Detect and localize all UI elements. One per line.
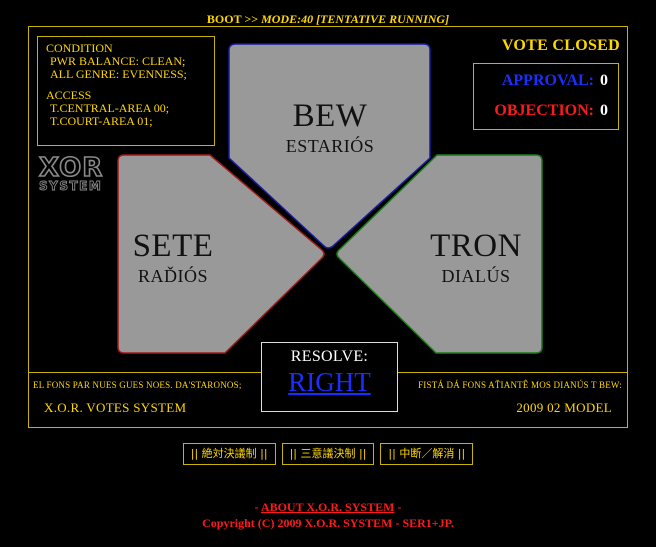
objection-count: 0 — [600, 102, 608, 119]
panel-bew-label: BEW ESTARIÓS — [250, 99, 410, 157]
condition-title: CONDITION — [46, 41, 113, 55]
access-line-2: T.COURT-AREA 01; — [50, 114, 153, 128]
footer-left-text: EL FONS PAR NUES GUES NOES. DA'STARONOS; — [33, 380, 242, 390]
objection-label: OBJECTION: — [494, 102, 594, 119]
boot-status-line: BOOT >> MODE:40 [TENTATIVE RUNNING] — [0, 12, 656, 27]
approval-row: APPROVAL: 0 — [474, 70, 608, 100]
vote-status: VOTE CLOSED — [501, 37, 620, 54]
panel-bew-name: BEW — [292, 98, 368, 134]
boot-prefix: BOOT >> — [206, 12, 262, 26]
model-name: 2009 02 MODEL — [516, 400, 612, 415]
xor-system-logo: XOR SYSTEM — [38, 152, 103, 193]
panel-tron-name: TRON — [430, 228, 522, 264]
system-name: X.O.R. VOTES SYSTEM — [44, 400, 187, 415]
main-frame — [28, 26, 628, 428]
panel-tron-sub: DIALÚS — [441, 266, 511, 286]
condition-box: CONDITION PWR BALANCE: CLEAN; ALL GENRE:… — [37, 36, 215, 146]
absolute-resolution-button[interactable]: || 絶対決議制 || — [182, 443, 276, 465]
about-prefix: - — [254, 500, 261, 514]
about-link[interactable]: ABOUT X.O.R. SYSTEM — [260, 500, 395, 514]
resolve-box: RESOLVE: RIGHT — [261, 342, 398, 412]
suspend-cancel-button[interactable]: || 中断／解消 || — [380, 443, 474, 465]
panel-sete-label: SETE RAĎIÓS — [118, 229, 228, 287]
objection-row: OBJECTION: 0 — [474, 100, 608, 130]
footer-right-text: FISTÁ DÁ FONS AŤIANTÊ MOS DIANÚS T BEW: — [418, 380, 622, 390]
condition-line-2: ALL GENRE: EVENNESS; — [50, 67, 187, 81]
about-line: - ABOUT X.O.R. SYSTEM - — [0, 500, 656, 515]
logo-text-top: XOR — [39, 153, 103, 183]
condition-line-1: PWR BALANCE: CLEAN; — [50, 54, 186, 68]
triple-consent-button[interactable]: || 三意議決制 || — [281, 443, 375, 465]
panel-sete-name: SETE — [132, 228, 214, 264]
access-line-1: T.CENTRAL-AREA 00; — [50, 101, 170, 115]
mode-label: MODE:40 [TENTATIVE RUNNING] — [261, 12, 450, 26]
panel-bew[interactable] — [228, 43, 431, 249]
approval-label: APPROVAL: — [501, 72, 594, 89]
about-suffix: - — [394, 500, 402, 514]
panel-bew-sub: ESTARIÓS — [285, 136, 375, 156]
logo-text-bottom: SYSTEM — [39, 179, 102, 193]
access-title: ACCESS — [46, 88, 92, 102]
resolve-label: RESOLVE: — [290, 348, 369, 365]
mode-button-bar: || 絶対決議制 || || 三意議決制 || || 中断／解消 || — [0, 443, 656, 465]
panel-tron-label: TRON DIALÚS — [420, 229, 532, 287]
panel-tron[interactable] — [336, 154, 543, 354]
approval-count: 0 — [600, 72, 608, 89]
panel-sete-sub: RAĎIÓS — [137, 266, 208, 286]
vote-tally-box: APPROVAL: 0 OBJECTION: 0 — [473, 63, 619, 130]
resolve-value-link[interactable]: RIGHT — [288, 367, 371, 397]
panel-sete[interactable] — [117, 154, 325, 354]
copyright-text: Copyright (C) 2009 X.O.R. SYSTEM - SER1+… — [202, 516, 454, 530]
